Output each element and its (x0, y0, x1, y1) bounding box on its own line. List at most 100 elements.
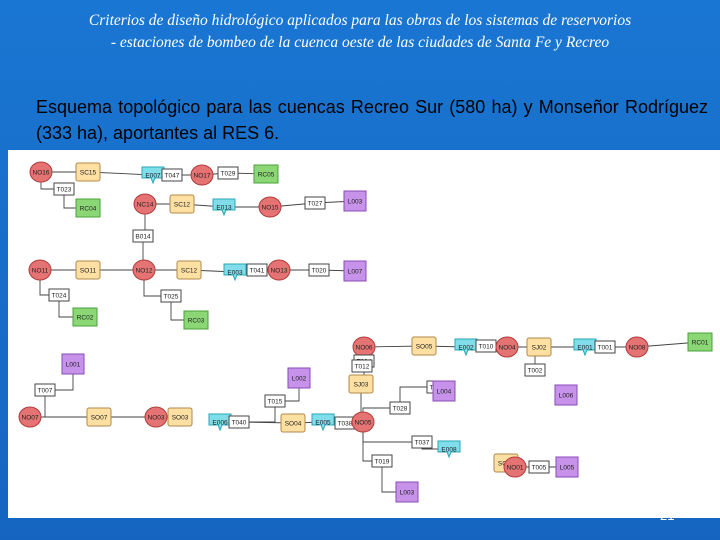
diagram-node: L002 (287, 367, 311, 389)
diagram-node: T041 (246, 263, 268, 277)
tan-box-shape (169, 194, 195, 214)
diagram-node: T038 (334, 416, 356, 430)
diagram-node: T020 (308, 263, 330, 277)
diagram-node-label: L001 (66, 362, 81, 369)
diagram-node: T005 (528, 460, 550, 474)
diagram-node-label: T007 (38, 388, 53, 395)
white-box-shape (48, 288, 70, 302)
green-box-shape (75, 198, 101, 218)
diagram-node-label: NO16 (33, 170, 50, 177)
white-box-shape (34, 383, 56, 397)
diagram-node: E005 (311, 413, 335, 432)
diagram-node-label: RC03 (188, 318, 205, 325)
purple-box-shape (61, 353, 85, 375)
diagram-node-label: NO11 (32, 268, 49, 275)
diagram-node: NO16 (29, 161, 53, 183)
diagram-node-label: E008 (441, 447, 457, 454)
diagram-node: NO08 (625, 336, 649, 358)
diagram-node-label: T024 (52, 293, 67, 300)
diagram-node: SO07 (86, 407, 112, 427)
diagram-node: T029 (217, 166, 239, 180)
diagram-node-label: L004 (437, 389, 452, 396)
diagram-node-label: NO13 (271, 268, 288, 275)
diagram-node-label: T005 (532, 465, 547, 472)
green-box-shape (72, 307, 98, 327)
diagram-node: SC12 (176, 260, 202, 280)
diagram-node-label: NO17 (194, 173, 211, 180)
diagram-node-label: T025 (164, 294, 179, 301)
diagram-node: T040 (228, 415, 250, 429)
cyan-box-shape (212, 198, 236, 217)
red-circle-shape (144, 406, 168, 428)
diagram-node-label: T023 (57, 187, 72, 194)
white-box-shape (264, 394, 286, 408)
diagram-node: L007 (343, 260, 367, 282)
white-box-shape (217, 166, 239, 180)
diagram-node-label: L006 (559, 393, 574, 400)
white-box-shape (351, 359, 373, 373)
red-circle-shape (133, 193, 157, 215)
diagram-node-label: RC02 (77, 315, 94, 322)
diagram-node: L004 (432, 380, 456, 402)
diagram-node: T028 (389, 401, 411, 415)
white-box-shape (528, 460, 550, 474)
diagram-node: T025 (160, 289, 182, 303)
diagram-node-label: NO12 (136, 268, 153, 275)
diagram-node-label: T012 (355, 364, 370, 371)
tan-box-shape (75, 162, 101, 182)
diagram-node-label: E007 (145, 173, 161, 180)
diagram-node: RC02 (72, 307, 98, 327)
diagram-node: NO06 (352, 336, 376, 358)
diagram-node-label: SC12 (181, 268, 198, 275)
diagram-node-label: T037 (415, 440, 430, 447)
diagram-node-label: B014 (135, 234, 151, 241)
purple-box-shape (343, 260, 367, 282)
diagram-node: T027 (304, 196, 326, 210)
diagram-node-label: NO04 (499, 345, 516, 352)
diagram-edges (29, 169, 701, 495)
diagram-node-label: SO04 (285, 421, 302, 428)
white-box-shape (389, 401, 411, 415)
tan-box-shape (86, 407, 112, 427)
green-box-shape (253, 164, 279, 184)
diagram-node: T015 (264, 394, 286, 408)
white-box-shape (594, 340, 616, 354)
slide-title: Criterios de diseño hidrológico aplicado… (0, 10, 720, 54)
diagram-node-label: T002 (528, 368, 543, 375)
diagram-node: RC05 (253, 164, 279, 184)
purple-box-shape (287, 367, 311, 389)
diagram-node: SO03 (167, 407, 193, 427)
purple-box-shape (343, 190, 367, 212)
tan-box-shape (75, 260, 101, 280)
diagram-node-label: E003 (227, 270, 243, 277)
diagram-node-label: T047 (165, 173, 180, 180)
diagram-node: E001 (573, 338, 597, 357)
diagram-node: NO11 (28, 259, 52, 281)
diagram-node: T012 (351, 359, 373, 373)
diagram-node: T019 (371, 454, 393, 468)
diagram-node: NO17 (190, 164, 214, 186)
diagram-node: E006 (208, 413, 232, 432)
purple-box-shape (395, 481, 419, 503)
red-circle-shape (625, 336, 649, 358)
diagram-node-label: L005 (560, 465, 575, 472)
diagram-node: NO13 (267, 259, 291, 281)
diagram-node: NO12 (132, 259, 156, 281)
diagram-node-label: RC04 (80, 206, 97, 213)
diagram-node-label: L007 (348, 269, 363, 276)
diagram-node-label: SJ03 (354, 382, 369, 389)
diagram-node: NO15 (258, 196, 282, 218)
diagram-node: E002 (454, 338, 478, 357)
diagram-node: NO07 (18, 406, 42, 428)
title-line-2: - estaciones de bombeo de la cuenca oest… (110, 34, 610, 51)
diagram-node: T037 (411, 435, 433, 449)
diagram-node: SJ03 (348, 374, 374, 394)
red-circle-shape (267, 259, 291, 281)
diagram-node-label: E006 (212, 420, 228, 427)
diagram-node-label: L002 (292, 376, 307, 383)
cyan-box-shape (437, 440, 461, 459)
diagram-node-label: T019 (375, 459, 390, 466)
diagram-node-label: RC01 (692, 340, 709, 347)
